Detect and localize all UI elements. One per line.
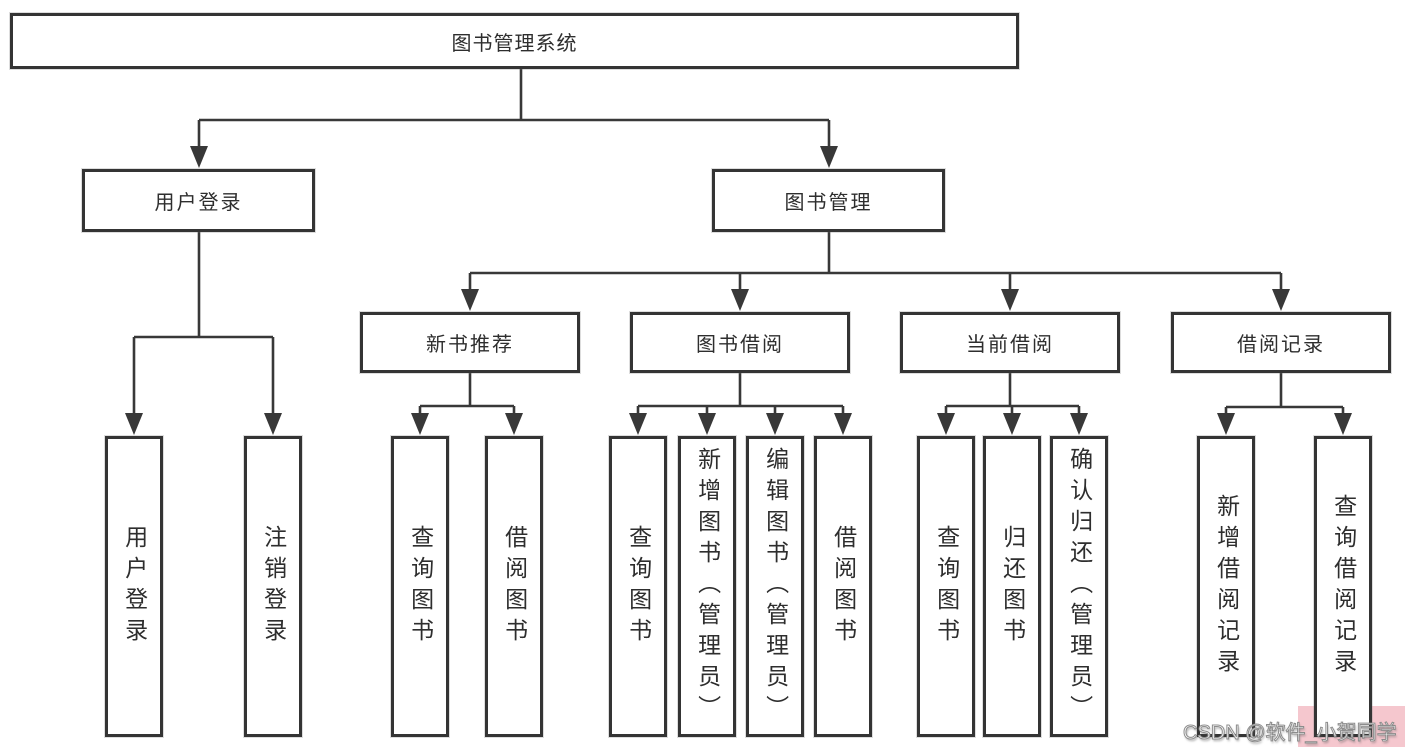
- node-new-book-recommend: 新书推荐: [360, 312, 580, 373]
- leaf-query-books-recommend: 查询图书: [391, 436, 449, 737]
- leaf-query-borrow-record: 查询借阅记录: [1314, 436, 1372, 737]
- node-user-login: 用户登录: [82, 169, 315, 232]
- leaf-query-books-current: 查询图书: [917, 436, 975, 737]
- arrowheads: [125, 146, 1352, 435]
- leaf-borrow-books: 借阅图书: [814, 436, 872, 737]
- leaf-confirm-return-admin: 确认归还（管理员）: [1050, 436, 1108, 737]
- leaf-query-books-borrow: 查询图书: [609, 436, 667, 737]
- node-book-management: 图书管理: [712, 169, 945, 232]
- node-book-borrow: 图书借阅: [630, 312, 850, 373]
- leaf-add-borrow-record: 新增借阅记录: [1197, 436, 1255, 737]
- node-library-system: 图书管理系统: [10, 13, 1019, 69]
- node-current-borrow: 当前借阅: [900, 312, 1120, 373]
- leaf-return-books: 归还图书: [983, 436, 1041, 737]
- leaf-borrow-books-recommend: 借阅图书: [485, 436, 543, 737]
- node-borrow-records: 借阅记录: [1171, 312, 1391, 373]
- leaf-user-login: 用户登录: [105, 436, 163, 737]
- leaf-logout: 注销登录: [244, 436, 302, 737]
- leaf-add-book-admin: 新增图书（管理员）: [678, 436, 736, 737]
- csdn-watermark: CSDN @软件_小贺同学: [1183, 722, 1398, 745]
- leaf-edit-book-admin: 编辑图书（管理员）: [746, 436, 804, 737]
